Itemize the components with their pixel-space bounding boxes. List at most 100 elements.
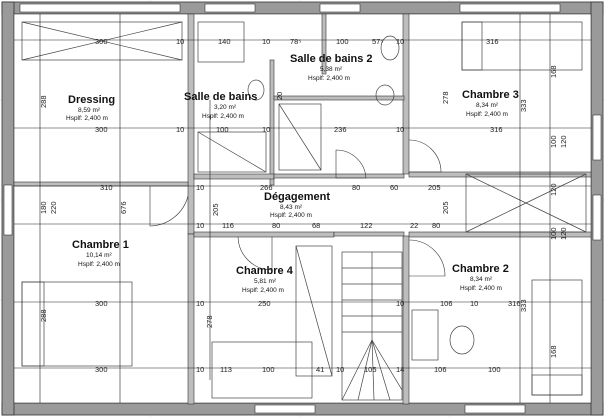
room-area-chambre-3: 8,34 m² <box>476 102 499 109</box>
door-degagement <box>335 149 367 179</box>
dim-right-1: 333 <box>519 99 528 112</box>
dim-left-1: 180 <box>39 201 48 214</box>
dim-upper-3: 10 <box>262 125 270 134</box>
sink <box>247 79 265 101</box>
wardrobe-chambre-3 <box>465 173 587 233</box>
room-area-dressing: 8,59 m² <box>78 107 101 114</box>
dim-mid-b-1: 116 <box>222 221 234 230</box>
dim-mid-b-2: 80 <box>272 221 280 230</box>
dim-upper-5: 10 <box>396 125 404 134</box>
storage-chambre-4 <box>295 245 333 377</box>
dim-right-6: 120 <box>559 227 568 240</box>
room-height-chambre-2: Hsplf: 2,400 m <box>460 285 502 292</box>
dim-bot-1: 10 <box>196 365 204 374</box>
bed-chambre-4 <box>211 341 313 399</box>
room-dressing: Dressing 8,59 m² Hsplf: 2,400 m <box>66 94 115 122</box>
door-chambre-3 <box>408 139 442 173</box>
room-salle-de-bains: Salle de bains 3,20 m² Hsplf: 2,400 m <box>184 91 257 120</box>
dimension-labels-lower: 300 10 250 10 106 10 316 <box>95 299 521 308</box>
room-height-salle-de-bains: Hsplf: 2,400 m <box>202 113 244 120</box>
dimension-labels-inner: 278 205 278 205 20 <box>205 91 450 328</box>
dim-low-1: 10 <box>196 299 204 308</box>
desk-chair <box>449 325 475 355</box>
dim-bot-4: 41 <box>316 365 324 374</box>
dim-bot-6: 105 <box>364 365 377 374</box>
dim-mid-a-4: 60 <box>390 183 398 192</box>
dim-low-6: 316 <box>508 299 521 308</box>
dim-inner-1: 205 <box>211 203 220 216</box>
door-chambre-2 <box>408 239 446 277</box>
dimension-labels-top: 300 10 140 10 78⁵ 100 57⁵ 10 316 <box>95 37 499 46</box>
room-chambre-2: Chambre 2 8,34 m² Hsplf: 2,400 m <box>452 263 509 292</box>
dim-top-7: 10 <box>396 37 404 46</box>
room-chambre-4: Chambre 4 5,81 m² Hsplf: 2,400 m <box>236 265 294 294</box>
room-height-chambre-4: Hsplf: 2,400 m <box>242 287 284 294</box>
dim-mid-b-3: 68 <box>312 221 320 230</box>
dim-top-0: 300 <box>95 37 108 46</box>
dim-left-0: 288 <box>39 95 48 108</box>
dim-right-3: 120 <box>559 135 568 148</box>
room-name-degagement: Dégagement <box>264 191 330 203</box>
dim-top-8: 316 <box>486 37 499 46</box>
dim-right-5: 100 <box>549 227 558 240</box>
dim-top-5: 100 <box>336 37 349 46</box>
dim-inner-0: 278 <box>441 91 450 104</box>
dimension-labels-right: 168 333 100 120 120 100 120 333 168 <box>519 65 568 358</box>
room-name-chambre-2: Chambre 2 <box>452 263 509 275</box>
dim-right-8: 168 <box>549 345 558 358</box>
dim-low-2: 250 <box>258 299 271 308</box>
dim-left-2: 220 <box>49 201 58 214</box>
room-salle-de-bains-2: Salle de bains 2 5,38 m² Hsplf: 2,400 m <box>290 53 373 82</box>
dim-inner-4: 20 <box>275 92 284 100</box>
room-name-chambre-3: Chambre 3 <box>462 89 519 101</box>
dim-low-4: 106 <box>440 299 453 308</box>
dressing-cabinet <box>21 21 183 61</box>
shower-tray-2 <box>278 103 322 171</box>
dim-left-3: 676 <box>119 201 128 214</box>
dim-mid-b-0: 10 <box>196 221 204 230</box>
dim-mid-b-6: 80 <box>432 221 440 230</box>
room-chambre-1: Chambre 1 10,14 m² Hsplf: 2,400 m <box>72 239 129 268</box>
shower-tray <box>197 131 267 173</box>
dim-inner-3: 205 <box>441 201 450 214</box>
windows <box>3 3 602 414</box>
dim-bot-2: 113 <box>220 365 232 374</box>
dim-low-5: 10 <box>470 299 478 308</box>
room-name-chambre-1: Chambre 1 <box>72 239 129 251</box>
dim-top-6: 57⁵ <box>372 37 383 46</box>
room-area-chambre-2: 8,34 m² <box>470 276 493 283</box>
dimension-labels-bottom: 300 10 113 100 41 10 105 14 106 100 <box>95 365 501 374</box>
door-chambre-1 <box>149 186 189 227</box>
dim-upper-6: 316 <box>490 125 503 134</box>
room-height-chambre-1: Hsplf: 2,400 m <box>78 261 120 268</box>
dim-left-4: 288 <box>39 309 48 322</box>
room-height-dressing: Hsplf: 2,400 m <box>66 115 108 122</box>
dim-top-4: 78⁵ <box>290 37 301 46</box>
room-chambre-3: Chambre 3 8,34 m² Hsplf: 2,400 m <box>462 89 519 118</box>
dim-upper-0: 300 <box>95 125 108 134</box>
dim-mid-a-3: 80 <box>352 183 360 192</box>
room-area-chambre-1: 10,14 m² <box>86 252 112 259</box>
room-height-chambre-3: Hsplf: 2,400 m <box>466 111 508 118</box>
dim-top-3: 10 <box>262 37 270 46</box>
room-area-degagement: 8,43 m² <box>280 204 303 211</box>
dim-bot-3: 100 <box>262 365 275 374</box>
dim-upper-4: 236 <box>334 125 347 134</box>
room-area-salle-de-bains: 3,20 m² <box>214 104 237 111</box>
dim-bot-0: 300 <box>95 365 108 374</box>
dim-mid-a-1: 10 <box>196 183 204 192</box>
dimension-labels-left: 288 180 220 676 288 <box>39 95 128 322</box>
door-chambre-4 <box>237 236 273 271</box>
room-area-salle-de-bains-2: 5,38 m² <box>320 66 343 73</box>
doors <box>149 139 446 277</box>
dim-right-0: 168 <box>549 65 558 78</box>
dim-low-3: 10 <box>396 299 404 308</box>
room-name-chambre-4: Chambre 4 <box>236 265 294 277</box>
dim-top-1: 10 <box>176 37 184 46</box>
dim-mid-a-0: 310 <box>100 183 113 192</box>
dim-mid-a-2: 266 <box>260 183 273 192</box>
staircase <box>341 251 403 401</box>
fixtures <box>21 21 587 401</box>
dim-bot-8: 106 <box>434 365 447 374</box>
